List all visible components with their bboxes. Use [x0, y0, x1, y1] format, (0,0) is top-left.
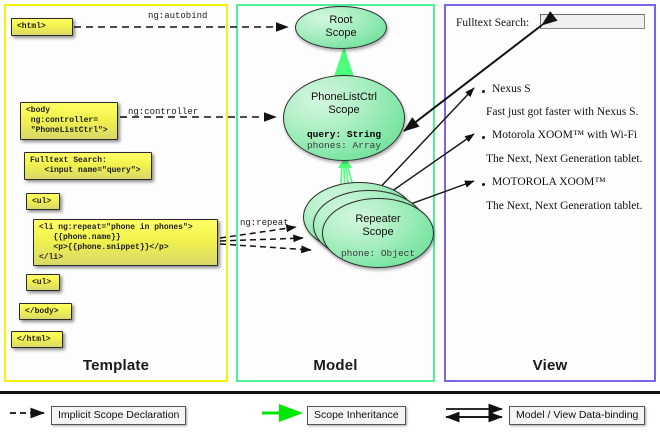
- list-bullet-icon: [482, 136, 485, 139]
- view-item-name: MOTOROLA XOOM™: [492, 176, 606, 188]
- legend-divider: [0, 391, 660, 394]
- view-item-name: Motorola XOOM™ with Wi-Fi: [492, 129, 638, 141]
- view-item-snippet: The Next, Next Generation tablet.: [486, 200, 643, 212]
- legend-implicit-scope-declaration: Implicit Scope Declaration: [51, 406, 187, 425]
- phonelistctrl-scope-title-line2: Scope: [328, 104, 360, 116]
- legend-scope-inheritance: Scope Inheritance: [307, 406, 406, 425]
- list-bullet-icon: [482, 90, 485, 93]
- legend-model-view-data-binding: Model / View Data-binding: [509, 406, 646, 425]
- code-box-html-close[interactable]: </html>: [11, 331, 63, 348]
- edge-label-ng-controller: ng:controller: [128, 107, 199, 117]
- view-item-snippet: The Next, Next Generation tablet.: [486, 153, 643, 165]
- repeater-scope-prop-phone: phone: Object: [340, 248, 416, 259]
- view-item-snippet: Fast just got faster with Nexus S.: [486, 106, 639, 118]
- panel-view: View: [444, 4, 656, 382]
- code-box-body-open[interactable]: <body ng:controller= "PhoneListCtrl">: [20, 102, 118, 140]
- code-box-ul-close[interactable]: <ul>: [26, 274, 60, 291]
- code-box-ul-open[interactable]: <ul>: [26, 193, 60, 210]
- phonelistctrl-scope-title-line1: PhoneListCtrl: [310, 91, 378, 103]
- repeater-scope-title-line1: Repeater: [355, 213, 401, 225]
- panel-model-title: Model: [313, 357, 358, 374]
- repeater-scope-title-line2: Scope: [362, 226, 394, 238]
- edge-label-ng-repeat: ng:repeat: [240, 218, 289, 228]
- edge-label-ng-autobind: ng:autobind: [148, 11, 208, 21]
- panel-view-title: View: [532, 357, 568, 374]
- phonelistctrl-scope[interactable]: PhoneListCtrl Scope query: String phones…: [283, 75, 405, 161]
- list-bullet-icon: [482, 183, 485, 186]
- code-box-body-close[interactable]: </body>: [19, 303, 72, 320]
- root-scope-title-line2: Scope: [325, 27, 357, 39]
- code-box-fulltext-search[interactable]: Fulltext Search: <input name="query">: [24, 152, 152, 180]
- fulltext-search-input[interactable]: [540, 14, 645, 29]
- root-scope-title-line1: Root: [329, 14, 353, 26]
- legend-arrow-databinding-double: [445, 403, 503, 423]
- code-box-li-ngrepeat[interactable]: <li ng:repeat="phone in phones"> {{phone…: [33, 219, 218, 266]
- panel-template-title: Template: [82, 357, 150, 374]
- phonelistctrl-scope-prop-query: query: String: [306, 129, 382, 140]
- repeater-scope[interactable]: Repeater Scope phone: Object: [322, 198, 434, 268]
- root-scope[interactable]: Root Scope: [295, 6, 387, 49]
- code-box-html-open[interactable]: <html>: [11, 18, 73, 36]
- view-item-name: Nexus S: [492, 83, 531, 95]
- view-search-label: Fulltext Search:: [456, 17, 530, 29]
- phonelistctrl-scope-prop-phones: phones: Array: [306, 140, 382, 151]
